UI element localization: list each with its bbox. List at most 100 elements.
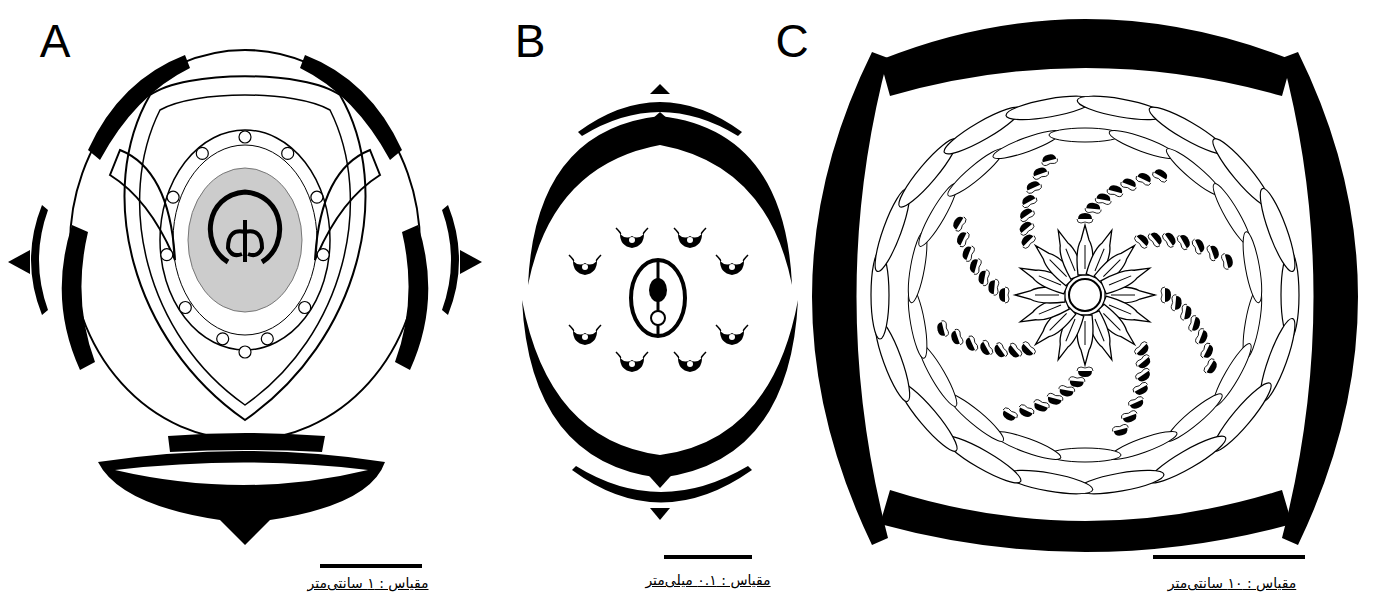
stamen	[1040, 153, 1058, 167]
stamen	[217, 333, 229, 345]
anther-outline	[1019, 403, 1035, 414]
scale-label: مقیاس : ۱۰ سانتی‌متر	[1168, 575, 1297, 592]
anther-tip	[716, 325, 748, 331]
anther-outline	[1005, 287, 1009, 303]
stamen	[1121, 410, 1139, 425]
pollen-sac	[729, 264, 735, 270]
anther-lobe	[1069, 380, 1083, 387]
stamen	[1135, 353, 1154, 371]
anther-lobe	[1018, 206, 1033, 219]
floral-diagram-a	[8, 50, 482, 545]
stamen	[1077, 213, 1093, 223]
bract	[31, 205, 48, 315]
anther-lobe	[964, 337, 975, 352]
stamen	[1031, 166, 1049, 181]
anther-lobe	[1165, 231, 1178, 246]
anther-lobe	[1025, 179, 1040, 190]
anther-outline	[1085, 208, 1101, 213]
stamen	[1191, 237, 1207, 256]
ovule	[651, 311, 665, 325]
anther-outline	[1200, 342, 1211, 358]
stamen	[1085, 202, 1102, 213]
stamen	[949, 328, 964, 346]
stamen	[963, 335, 979, 354]
anther-lobe	[1225, 253, 1234, 268]
anther-lobe	[1017, 407, 1032, 418]
scale-label: مقیاس : ۱ سانتی‌متر	[308, 575, 429, 592]
anther-lobe	[1078, 371, 1092, 377]
receptacle-outline	[70, 50, 420, 440]
stamen	[1019, 192, 1038, 209]
anther-tip	[674, 352, 706, 358]
petal	[1254, 186, 1301, 275]
anther-lobe	[1078, 213, 1092, 219]
sepal	[300, 55, 402, 160]
disc	[188, 168, 302, 312]
anther-outline	[1195, 328, 1204, 344]
anther-outline	[966, 246, 975, 262]
anther-outline	[1133, 340, 1147, 354]
anther-lobe	[1130, 399, 1145, 410]
anther-outline	[1033, 171, 1049, 180]
carpel-group	[1015, 225, 1155, 365]
carpel-suture	[1085, 245, 1086, 269]
stamen-group	[936, 153, 1235, 438]
stamen	[1200, 342, 1216, 361]
anther-outline	[1171, 294, 1176, 310]
panel-letter: C	[775, 18, 808, 64]
scale-bar	[320, 564, 422, 568]
stamen	[1017, 206, 1036, 223]
bract	[572, 466, 752, 503]
anther-outline	[1010, 342, 1023, 357]
sepal	[1282, 52, 1358, 545]
anther-outline	[1161, 287, 1165, 303]
anther-outline	[1133, 236, 1147, 250]
ovule	[649, 278, 667, 302]
bract-tip	[650, 84, 670, 94]
petal	[991, 427, 1063, 465]
anther-outline	[1188, 315, 1196, 331]
anther	[616, 228, 648, 248]
stamen	[1112, 424, 1130, 438]
anther	[674, 352, 706, 372]
carpel-suture	[1095, 319, 1104, 341]
sepal	[812, 52, 888, 545]
anther-lobe	[1032, 166, 1047, 176]
sepal	[395, 225, 428, 370]
stamen	[1134, 367, 1153, 384]
stamen	[999, 287, 1009, 303]
stamen	[261, 333, 273, 345]
anther-lobe	[1195, 238, 1206, 253]
anther-outline	[1121, 410, 1137, 419]
anther-outline	[1134, 367, 1149, 379]
anther-lobe	[1150, 230, 1164, 245]
anther-outline	[1027, 184, 1043, 194]
carpel-suture	[1066, 249, 1075, 271]
ovary-wall	[210, 192, 279, 262]
stamen	[1120, 176, 1138, 191]
sepal	[88, 55, 190, 160]
stamen	[239, 346, 251, 358]
stamen	[1151, 167, 1170, 184]
anther-lobe	[992, 344, 1005, 359]
anther-outline	[1151, 172, 1167, 184]
stamen	[282, 147, 294, 159]
anther-outline	[1022, 198, 1038, 209]
pollen-sac	[687, 361, 693, 367]
stamen	[1024, 179, 1043, 195]
anther-outline	[1191, 239, 1201, 255]
scale-bar	[664, 555, 752, 559]
anther-outline	[983, 339, 994, 355]
stamen-whorl	[160, 130, 330, 350]
axis-bar	[168, 433, 325, 452]
stamen	[167, 191, 179, 203]
bract-tip	[460, 250, 482, 274]
anther-tip	[616, 352, 648, 358]
stamen	[311, 191, 323, 203]
anther-outline	[1221, 254, 1229, 270]
scale-label: مقیاس : ۰.۱ میلی‌متر	[645, 572, 770, 589]
anther-outline	[1120, 182, 1136, 191]
stamen	[951, 214, 968, 233]
anther-lobe	[1114, 428, 1129, 437]
anther-tip	[569, 325, 601, 331]
